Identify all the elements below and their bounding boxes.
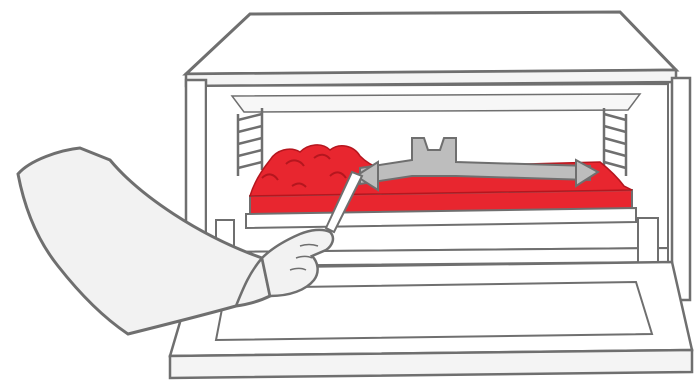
oven-top-surface — [182, 10, 680, 76]
left-rack-supports — [236, 108, 264, 176]
element-rail — [359, 137, 591, 186]
right-wall — [670, 76, 692, 302]
oven-side-walls — [184, 76, 692, 302]
door-front-edge — [168, 348, 694, 380]
cuff-line — [234, 257, 263, 307]
residue-texture — [261, 153, 347, 188]
finger-lines — [289, 243, 319, 271]
scraper-tool — [324, 170, 364, 234]
heating-element — [354, 137, 600, 192]
left-arrow-head — [354, 160, 379, 192]
right-rack-supports — [602, 108, 628, 176]
arm-with-hand — [16, 146, 335, 336]
oven-top — [182, 10, 680, 88]
door-inner-panel — [214, 280, 654, 342]
hand — [260, 228, 335, 298]
right-arrow-head — [575, 158, 600, 188]
cavity-inner-top — [230, 93, 642, 113]
